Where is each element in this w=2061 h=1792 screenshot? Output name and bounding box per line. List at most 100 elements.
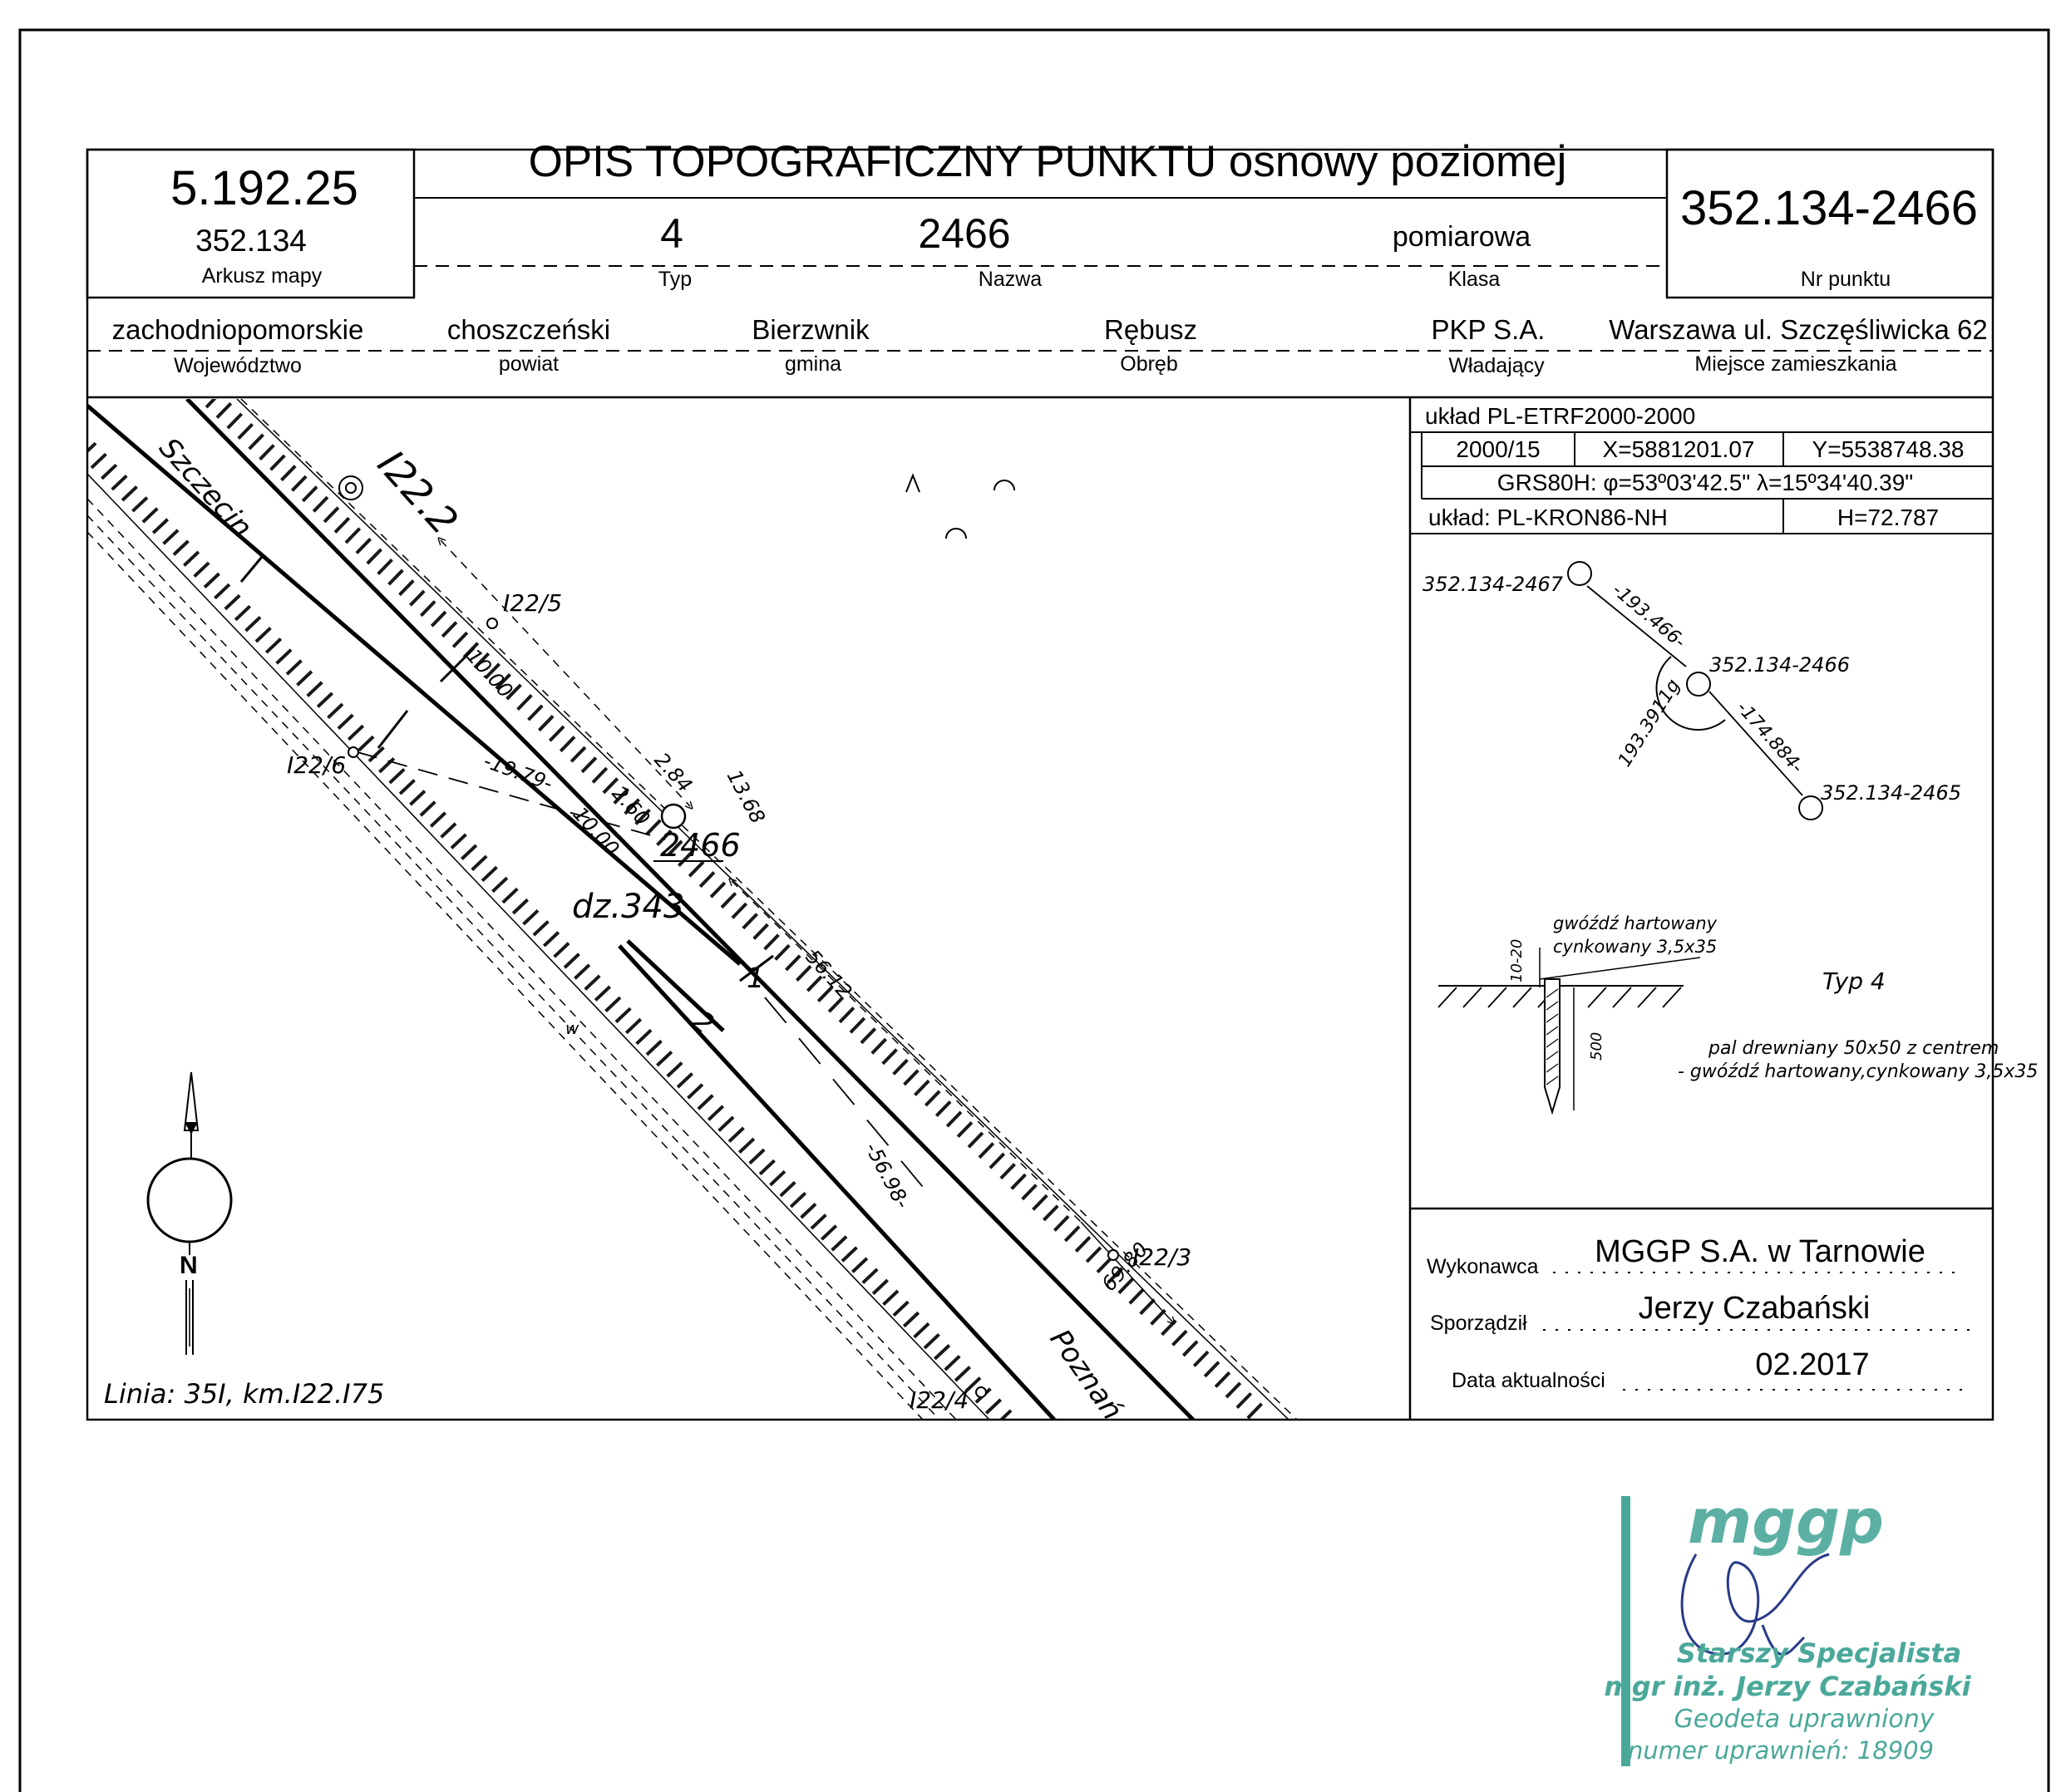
coord-y: Y=5538748.38	[1812, 436, 1965, 462]
sketch-dist-b: -174.884-	[1733, 697, 1807, 777]
height-value: H=72.787	[1837, 505, 1939, 530]
stamp-line-2: mgr inż. Jerzy Czabański	[1604, 1671, 1971, 1702]
map-d-5612: 56.12	[801, 945, 857, 1003]
point-number: 352.134-2466	[1680, 181, 1978, 235]
point-2465-marker	[1798, 795, 1823, 820]
map-station: I22.2	[369, 441, 467, 543]
point-2466-marker	[1686, 672, 1711, 697]
stamp-line-1: Starszy Specjalista	[1677, 1637, 1961, 1669]
class-label: Klasa	[1448, 268, 1501, 291]
rail-track-lower	[618, 944, 1056, 1420]
angle-arc	[1655, 656, 1726, 731]
map-d-1368: 13.68	[722, 766, 770, 828]
precinct-label: Obręb	[1120, 352, 1177, 376]
name-label: Nazwa	[979, 268, 1043, 291]
date: 02.2017	[1755, 1347, 1869, 1382]
depth-top: 10-20	[1508, 939, 1526, 982]
sketch-point-2465: 352.134-2465	[1821, 781, 1961, 805]
surveyor-stamp: mggp Starszy Specjalista mgr inż. Jerzy …	[1604, 1486, 1972, 1766]
contractor: MGGP S.A. w Tarnowie	[1595, 1234, 1925, 1269]
commune: Bierzwnik	[752, 314, 870, 345]
owner-label: Władający	[1448, 354, 1545, 377]
class-value: pomiarowa	[1393, 221, 1531, 253]
type-label: Typ	[658, 268, 692, 291]
contractor-label: Wykonawca	[1427, 1255, 1539, 1278]
owner: PKP S.A.	[1432, 314, 1546, 345]
prepared-by: Jerzy Czabański	[1639, 1291, 1871, 1326]
voivodeship: zachodniopomorskie	[112, 314, 364, 345]
stamp-bar	[1621, 1496, 1630, 1766]
header-frame	[86, 148, 1994, 1421]
document-title: OPIS TOPOGRAFICZNY PUNKTU osnowy poziome…	[529, 137, 1567, 186]
sketch-dist-a: -193.466-	[1608, 579, 1689, 652]
type-value: 4	[660, 210, 683, 257]
depth-post: 500	[1588, 1032, 1605, 1061]
county-label: powiat	[499, 352, 559, 376]
sheet-box	[86, 148, 416, 299]
station-symbol	[338, 475, 363, 500]
address-label: Miejsce zamieszkania	[1694, 352, 1896, 376]
coord-grs: GRS80H: φ=53º03'42.5" λ=15º34'40.39"	[1497, 470, 1913, 495]
location-map: I22.2 Szczecin Poznań dz.343 1 2 2466 I2…	[87, 399, 1298, 1420]
address: Warszawa ul. Szczęśliwicka 62	[1609, 314, 1987, 345]
post-desc-1: pal drewniany 50x50 z centrem	[1708, 1038, 1999, 1059]
network-sketch: 352.134-2467 352.134-2466 352.134-2465 -…	[1422, 561, 1961, 820]
map-w-mark: w	[565, 1018, 579, 1038]
rail-track-short	[626, 939, 725, 1032]
nail-label-1: gwóźdź hartowany	[1553, 913, 1718, 933]
coord-zone: 2000/15	[1456, 436, 1540, 462]
nail-label-2: cynkowany 3,5x35	[1553, 937, 1717, 957]
commune-label: gmina	[785, 352, 841, 376]
page-border	[18, 28, 2050, 1792]
admin-row: zachodniopomorskie Województwo choszczeń…	[87, 314, 1993, 399]
name-value: 2466	[918, 210, 1010, 257]
coord-x: X=5881201.07	[1603, 436, 1755, 462]
point-number-label: Nr punktu	[1801, 268, 1891, 291]
map-point-label: 2466	[660, 827, 741, 864]
map-pt-122-4: I22/4	[910, 1386, 969, 1414]
height-system: układ: PL-KRON86-NH	[1428, 505, 1668, 530]
map-pt-122-3: I22/3	[1132, 1243, 1191, 1271]
precinct: Rębusz	[1104, 314, 1197, 345]
point-2467-marker	[1567, 561, 1592, 586]
prepared-label: Sporządził	[1430, 1312, 1527, 1335]
wooden-post	[1544, 978, 1561, 1115]
map-parcel: dz.343	[572, 888, 684, 926]
voivodeship-label: Województwo	[174, 354, 302, 377]
map-pt-122-5: I22/5	[503, 589, 562, 617]
type-title: Typ 4	[1822, 967, 1886, 995]
coordinates-table: układ PL-ETRF2000-2000 2000/15 X=5881201…	[1408, 397, 1993, 1420]
map-city-north: Szczecin	[152, 431, 259, 544]
post-detail: gwóźdź hartowany cynkowany 3,5x35 10-20 …	[1437, 913, 2038, 1115]
stamp-line-3: Geodeta uprawniony	[1674, 1705, 1935, 1734]
point-2466-symbol	[660, 803, 687, 830]
date-label: Data aktualności	[1452, 1369, 1605, 1392]
stamp-line-4: numer uprawnień: 18909	[1628, 1736, 1934, 1765]
signature-icon	[1680, 1553, 1830, 1657]
map-d-1979: -19.79-	[481, 749, 555, 795]
map-line-info: Linia: 35I, km.I22.I75	[104, 1378, 384, 1410]
map-d-260: 2.60	[608, 781, 655, 830]
map-d-284: 2.84	[650, 748, 698, 796]
sketch-point-2466: 352.134-2466	[1709, 653, 1850, 677]
county: choszczeński	[447, 314, 610, 345]
sheet-number: 5.192.25	[170, 161, 358, 215]
north-arrow-icon: N	[146, 1071, 233, 1355]
map-track-1: 1	[747, 962, 765, 995]
rail-track-middle	[87, 404, 742, 966]
map-d-5698: -56.98-	[860, 1139, 915, 1213]
header: OPIS TOPOGRAFICZNY PUNKTU osnowy poziome…	[86, 137, 1994, 1421]
stamp-logo: mggp	[1688, 1486, 1884, 1558]
sketch-point-2467: 352.134-2467	[1422, 573, 1564, 596]
north-label: N	[180, 1252, 198, 1279]
point-number-box	[1665, 148, 1994, 299]
sketch-angle: 193.3911g	[1615, 676, 1684, 770]
post-desc-2: - gwóźdź hartowany,cynkowany 3,5x35	[1678, 1061, 2038, 1082]
map-pt-122-6: I22/6	[287, 751, 346, 779]
footer: Wykonawca MGGP S.A. w Tarnowie Sporządzi…	[1410, 1207, 1993, 1392]
rail-track-upper	[185, 399, 1195, 1420]
sheet-code: 352.134	[195, 224, 307, 258]
coord-system: układ PL-ETRF2000-2000	[1425, 403, 1695, 429]
sheet-label: Arkusz mapy	[202, 264, 323, 288]
